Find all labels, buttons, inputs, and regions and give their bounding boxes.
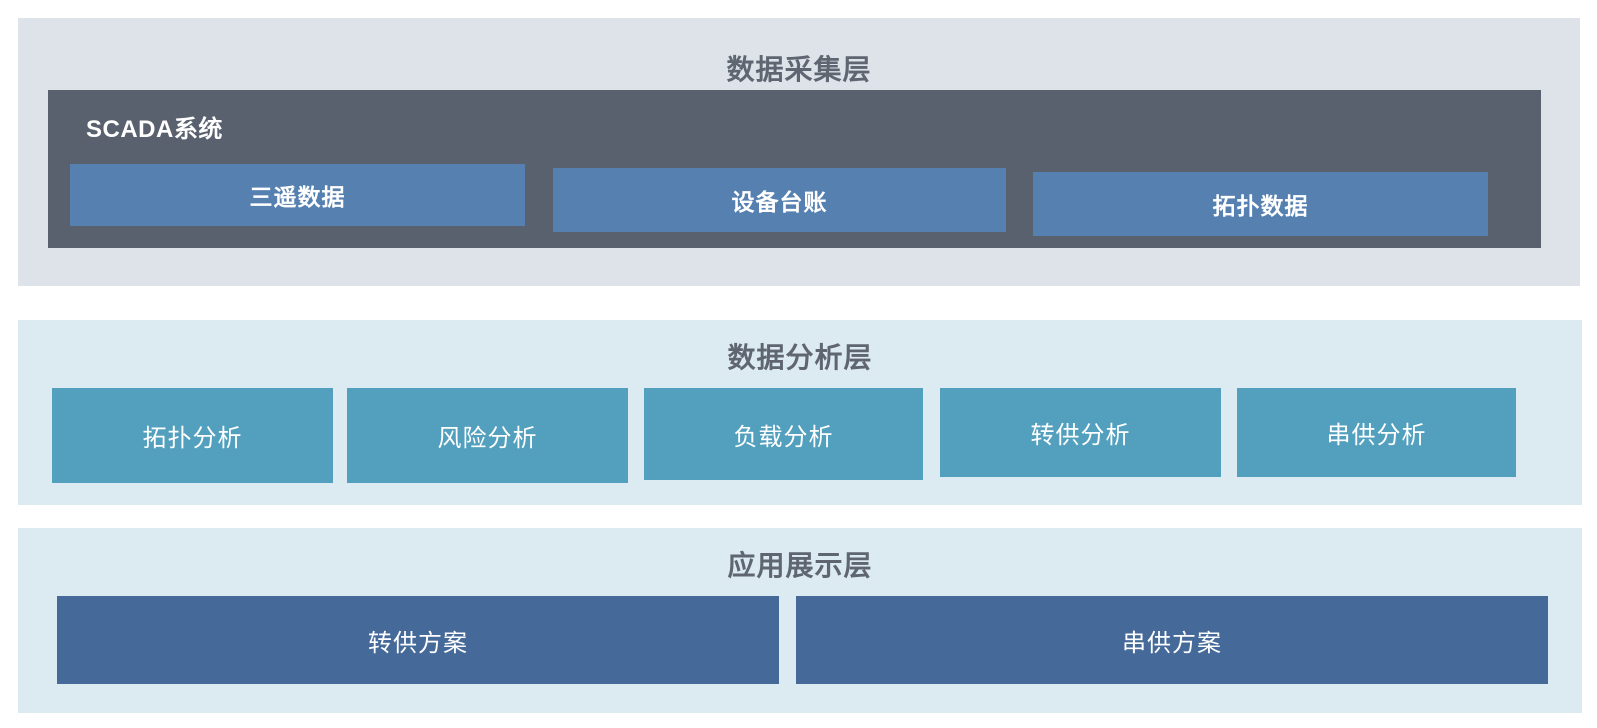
- acquisition-item-topology-data[interactable]: 拓扑数据: [1033, 172, 1488, 236]
- application-item-transfer-supply-plan[interactable]: 转供方案: [57, 596, 779, 684]
- acquisition-item-equipment-ledger[interactable]: 设备台账: [553, 168, 1006, 232]
- analysis-item-series-supply[interactable]: 串供分析: [1237, 388, 1516, 477]
- layer-data-analysis: 数据分析层 拓扑分析 风险分析 负载分析 转供分析 串供分析: [18, 320, 1582, 505]
- acquisition-item-sanyao-data[interactable]: 三遥数据: [70, 164, 525, 226]
- layer-data-acquisition: 数据采集层 SCADA系统 三遥数据 设备台账 拓扑数据: [18, 18, 1580, 286]
- layer-title-data-analysis: 数据分析层: [727, 342, 873, 373]
- analysis-item-transfer-supply[interactable]: 转供分析: [940, 388, 1221, 477]
- scada-system-label: SCADA系统: [86, 116, 223, 143]
- layer-title-data-acquisition: 数据采集层: [726, 54, 872, 85]
- analysis-item-row: 拓扑分析 风险分析 负载分析 转供分析 串供分析: [52, 388, 1548, 488]
- application-item-series-supply-plan[interactable]: 串供方案: [796, 596, 1548, 684]
- analysis-item-load[interactable]: 负载分析: [644, 388, 923, 480]
- scada-item-row: 三遥数据 设备台账 拓扑数据: [70, 164, 1519, 236]
- layer-title-application-display: 应用展示层: [727, 550, 873, 581]
- analysis-item-risk[interactable]: 风险分析: [347, 388, 628, 483]
- scada-system-group: SCADA系统 三遥数据 设备台账 拓扑数据: [48, 90, 1541, 248]
- layer-application-display: 应用展示层 转供方案 串供方案: [18, 528, 1582, 713]
- analysis-item-topology[interactable]: 拓扑分析: [52, 388, 333, 483]
- application-item-row: 转供方案 串供方案: [57, 596, 1549, 688]
